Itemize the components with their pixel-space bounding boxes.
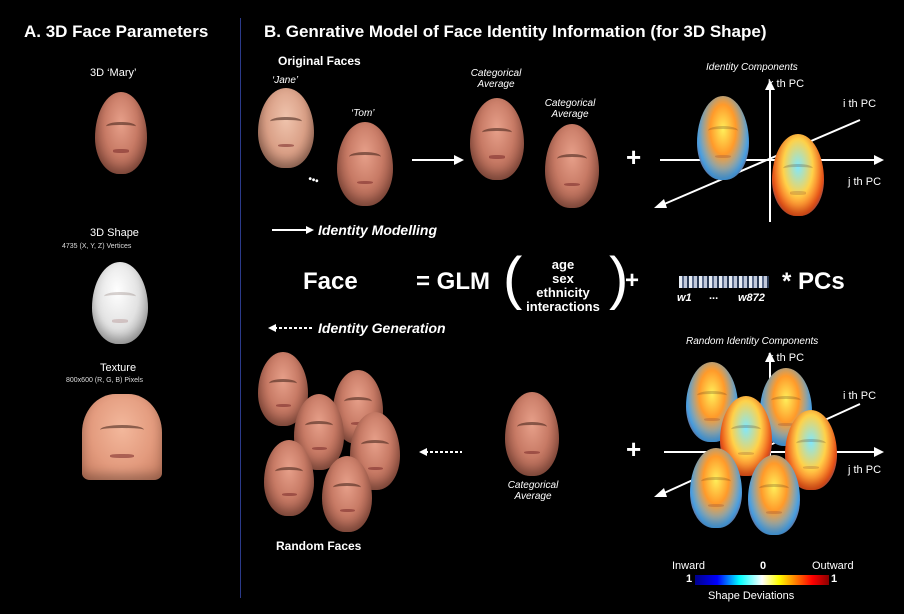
random-identity-components-label: Random Identity Components — [686, 336, 819, 347]
texture-sub-label: 800x600 (R, G, B) Pixels — [66, 377, 144, 384]
identity-generation-label: Identity Generation — [318, 320, 446, 336]
weight-ellipsis: ... — [709, 290, 719, 302]
weight-w1: w1 — [677, 292, 692, 304]
equation-glm: = GLM — [416, 268, 491, 295]
plus-sign-top: + — [626, 142, 642, 172]
shape-face — [92, 262, 148, 344]
random-face-5 — [264, 440, 314, 516]
identity-components-label: Identity Components — [706, 62, 798, 73]
colorbar-left-value: 1 — [686, 573, 693, 585]
panel-divider — [240, 18, 241, 598]
colorbar-outward-label: Outward — [812, 560, 854, 572]
random-component-face-5 — [690, 448, 742, 528]
colorbar-title: Shape Deviations — [708, 590, 795, 602]
glm-close-paren: ) — [609, 246, 629, 311]
k-pc-label-top: k th PC — [768, 78, 805, 90]
identity-component-face-1 — [697, 96, 749, 180]
texture-label: Texture — [100, 362, 137, 374]
equation-plus: + — [625, 267, 640, 294]
j-pc-label-bottom: j th PC — [848, 464, 882, 476]
glm-term-ethnicity: ethnicity — [536, 285, 590, 300]
tom-label: ‘Tom’ — [351, 108, 375, 119]
equation-pcs: * PCs — [782, 268, 845, 295]
identity-modelling-label: Identity Modelling — [318, 222, 437, 238]
i-pc-label-bottom: i th PC — [843, 390, 877, 402]
equation-face: Face — [303, 268, 358, 295]
plus-sign-bottom: + — [626, 434, 642, 464]
categorical-average-label-3: Categorical Average — [507, 480, 559, 502]
random-face-6 — [322, 456, 372, 532]
weight-bar — [679, 276, 769, 288]
original-faces-label: Original Faces — [278, 54, 361, 68]
glm-term-interactions: interactions — [526, 299, 600, 314]
j-pc-label-top: j th PC — [848, 176, 882, 188]
random-component-face-6 — [748, 455, 800, 535]
tom-face — [337, 122, 393, 206]
identity-component-face-2 — [772, 134, 824, 216]
categorical-average-label-1: Categorical Average — [470, 68, 522, 90]
panel-a-title: A. 3D Face Parameters — [24, 22, 209, 41]
i-pc-label-top: i th PC — [843, 98, 877, 110]
weight-w872: w872 — [738, 292, 765, 304]
mary-label: 3D ‘Mary’ — [90, 67, 137, 79]
jane-label: ‘Jane’ — [272, 75, 299, 86]
glm-term-age: age — [551, 257, 575, 272]
k-pc-label-bottom: k th PC — [768, 352, 805, 364]
colorbar-zero-label: 0 — [760, 560, 767, 572]
colorbar-right-value: 1 — [831, 573, 838, 585]
panel-b-title: B. Genrative Model of Face Identity Info… — [264, 22, 767, 41]
jane-face — [258, 88, 314, 168]
shape-deviation-colorbar — [695, 575, 829, 585]
categorical-average-label-2: Categorical Average — [544, 98, 596, 120]
random-faces-label: Random Faces — [276, 539, 362, 553]
categorical-average-face-3 — [505, 392, 559, 476]
categorical-average-face-2 — [545, 124, 599, 208]
glm-open-paren: ( — [503, 246, 523, 311]
colorbar-inward-label: Inward — [672, 560, 706, 572]
mary-face — [95, 92, 147, 174]
shape-sub-label: 4735 (X, Y, Z) Vertices — [62, 243, 132, 250]
glm-term-sex: sex — [552, 271, 574, 286]
categorical-average-face-1 — [470, 98, 524, 180]
random-face-1 — [258, 352, 308, 426]
shape-label: 3D Shape — [90, 227, 139, 239]
texture-face — [82, 394, 162, 480]
